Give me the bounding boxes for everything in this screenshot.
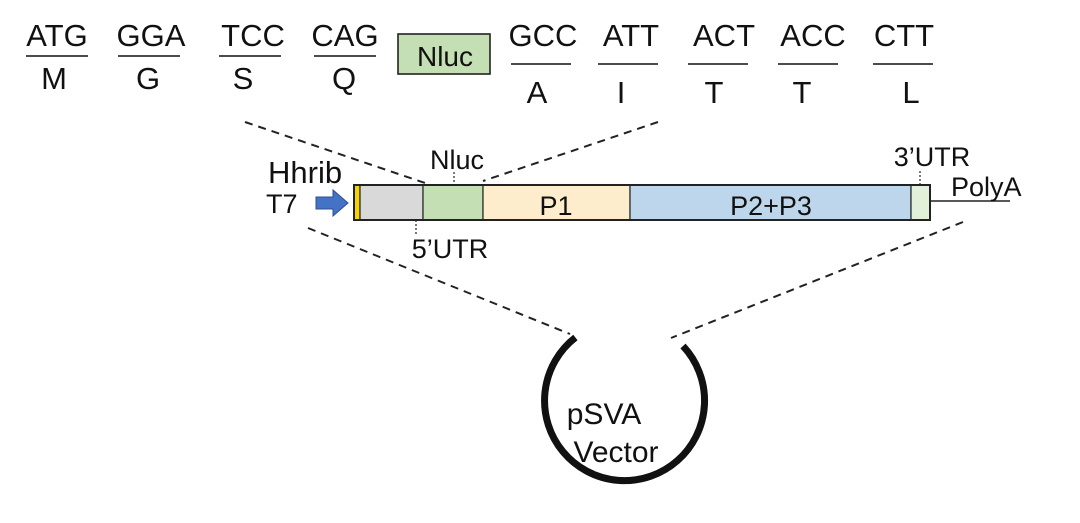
amino-acid-label: Q [332,61,356,96]
vector-name-line1: pSVA [567,398,642,431]
construct-bar: P1 P2+P3 [353,184,931,221]
p1-segment [482,184,631,221]
vector-name-line2: Vector [573,436,658,469]
codon-group: TCC S [219,18,285,96]
construct-outline [353,184,931,221]
codon-group: GCC A [509,18,578,110]
codon-label: ACC [780,18,845,53]
codon-label: CTT [874,18,934,53]
amino-acid-label: I [617,75,626,110]
amino-acid-label: M [41,61,67,96]
nluc-insert-label: Nluc [417,41,473,72]
vector-circle [541,334,709,485]
codon-label: GCC [509,18,578,53]
t7-arrow-icon [315,188,349,218]
p2p3-label: P2+P3 [730,191,812,221]
nluc-construct-label: Nluc [430,145,484,175]
p2p3-segment [629,184,912,221]
polya-label: PolyA [951,172,1022,202]
codon-label: ATT [603,18,659,53]
codon-label: GGA [117,18,186,53]
amino-acid-label: S [233,61,254,96]
codon-group: ATG M [26,18,88,96]
codon-group: GGA G [117,18,186,96]
codon-label: ACT [693,18,755,53]
amino-acid-label: T [793,75,812,110]
amino-acid-label: T [705,75,724,110]
amino-acid-label: L [902,75,919,110]
codon-group: CTT L [873,18,934,110]
amino-acid-label: A [527,75,548,110]
utr3-segment [910,184,931,221]
nluc-segment [422,184,484,221]
codon-label: CAG [311,18,378,53]
p1-label: P1 [539,191,572,221]
zoom-line-left [244,121,426,184]
utr5-segment [359,184,424,221]
vector-line-right [670,221,964,339]
utr5-label: 5’UTR [412,234,489,264]
codon-group: ACT T [688,18,755,110]
t7-label: T7 [266,189,298,219]
nluc-insert-box: Nluc [397,33,491,75]
amino-acid-label: G [136,61,160,96]
codon-row: ATG M GGA G TCC S CAG Q Nluc GCC A [26,18,934,110]
codon-group: ATT I [598,18,659,110]
codon-group: CAG Q [311,18,378,96]
utr3-label: 3’UTR [894,142,971,172]
vector-line-left [307,227,571,335]
codon-label: TCC [221,18,285,53]
hhrib-label: Hhrib [268,155,342,190]
codon-label: ATG [26,18,87,53]
zoom-line-right [482,121,659,182]
codon-group: ACC T [778,18,846,110]
